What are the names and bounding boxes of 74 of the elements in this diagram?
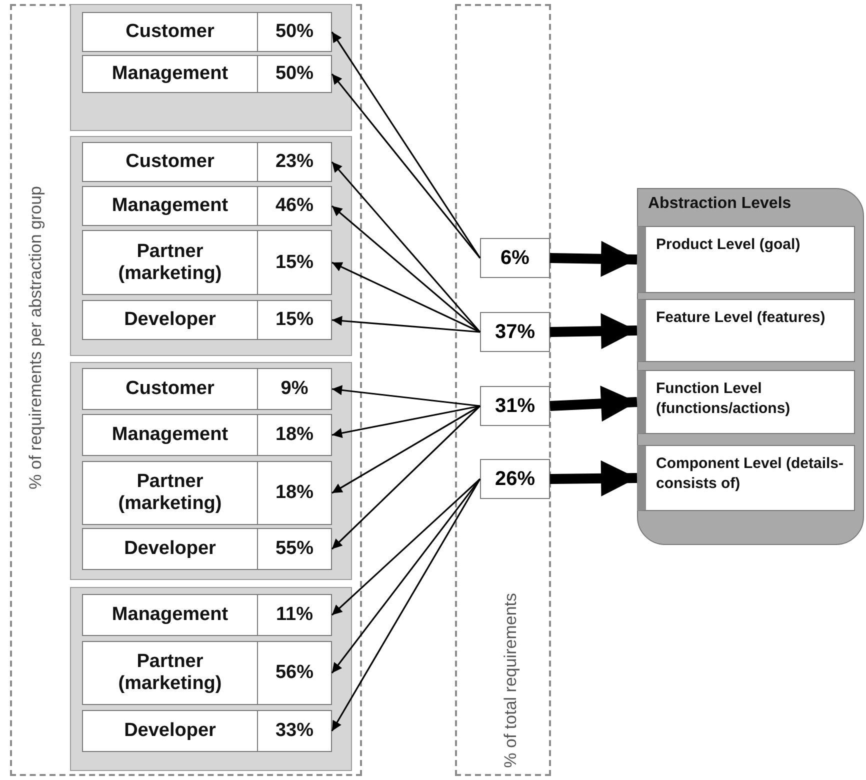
group-panel	[70, 4, 352, 131]
rounded-panel	[637, 188, 864, 545]
arrow	[332, 316, 480, 333]
table-row	[82, 230, 332, 295]
thick-arrow	[550, 240, 638, 277]
table-row	[82, 142, 332, 182]
level-box: Product Level (goal)	[637, 226, 855, 293]
percentage-box: 37%	[480, 312, 550, 352]
percentage-value: 9%	[280, 378, 308, 400]
percentage-value: 55%	[275, 538, 314, 560]
percentage-value: 11%	[276, 604, 313, 626]
stakeholder-label: Developer	[124, 309, 216, 331]
table-row	[82, 710, 332, 752]
table-row	[82, 368, 332, 410]
stakeholder-label: Developer	[124, 720, 216, 742]
table-row	[82, 300, 332, 340]
percentage-value: 18%	[275, 482, 314, 504]
percentage-value: 15%	[275, 252, 314, 274]
arrow	[331, 405, 481, 550]
arrow	[331, 205, 481, 333]
percentage-value: 50%	[275, 63, 314, 85]
stakeholder-label: Management	[112, 195, 228, 217]
region-label: % of total requirements	[501, 593, 521, 768]
percentage-value: 50%	[275, 21, 314, 43]
panel-title: Abstraction Levels	[648, 195, 792, 213]
group-panel	[70, 136, 352, 356]
percentage-box: 26%	[480, 459, 550, 499]
percentage-value: 18%	[275, 424, 314, 446]
level-box: Component Level (details- consists of)	[637, 445, 855, 511]
percentage-value: 15%	[275, 309, 314, 331]
arrow	[331, 74, 481, 258]
arrow	[331, 478, 481, 732]
dashed-region	[455, 4, 551, 776]
stakeholder-label: Management	[112, 424, 228, 446]
arrow	[331, 478, 481, 616]
arrow	[332, 385, 480, 407]
arrow	[331, 161, 481, 333]
stakeholder-label: Customer	[126, 151, 214, 173]
arrow	[331, 32, 481, 258]
arrow	[332, 405, 480, 438]
thick-arrow	[550, 386, 638, 422]
percentage-value: 23%	[275, 151, 314, 173]
percentage-value: 56%	[275, 662, 314, 684]
group-panel	[70, 587, 352, 771]
group-panel	[70, 362, 352, 580]
thick-arrow	[550, 313, 638, 350]
table-row	[82, 594, 332, 636]
stakeholder-label: Customer	[126, 378, 214, 400]
table-row	[82, 55, 332, 93]
level-box: Feature Level (features)	[637, 299, 855, 362]
stakeholder-label: Partner (marketing)	[117, 651, 223, 695]
table-row	[82, 641, 332, 705]
region-label: % of requirements per abstraction group	[26, 186, 46, 490]
thick-arrow	[550, 460, 638, 496]
percentage-value: 33%	[275, 720, 314, 742]
percentage-value: 46%	[275, 195, 314, 217]
arrow	[331, 478, 481, 674]
table-row	[82, 12, 332, 52]
percentage-box: 31%	[480, 386, 550, 426]
table-row	[82, 528, 332, 570]
dashed-region	[10, 4, 362, 776]
percentage-box: 6%	[480, 238, 550, 278]
arrow	[332, 405, 480, 494]
table-row	[82, 186, 332, 226]
table-row	[82, 461, 332, 525]
level-box: Function Level (functions/actions)	[637, 370, 855, 434]
stakeholder-label: Partner (marketing)	[117, 240, 223, 284]
stakeholder-label: Partner (marketing)	[117, 471, 223, 515]
table-row	[82, 414, 332, 456]
stakeholder-label: Management	[112, 63, 228, 85]
stakeholder-label: Management	[112, 604, 228, 626]
stakeholder-label: Customer	[126, 21, 214, 43]
stakeholder-label: Developer	[124, 538, 216, 560]
arrow	[332, 262, 480, 333]
